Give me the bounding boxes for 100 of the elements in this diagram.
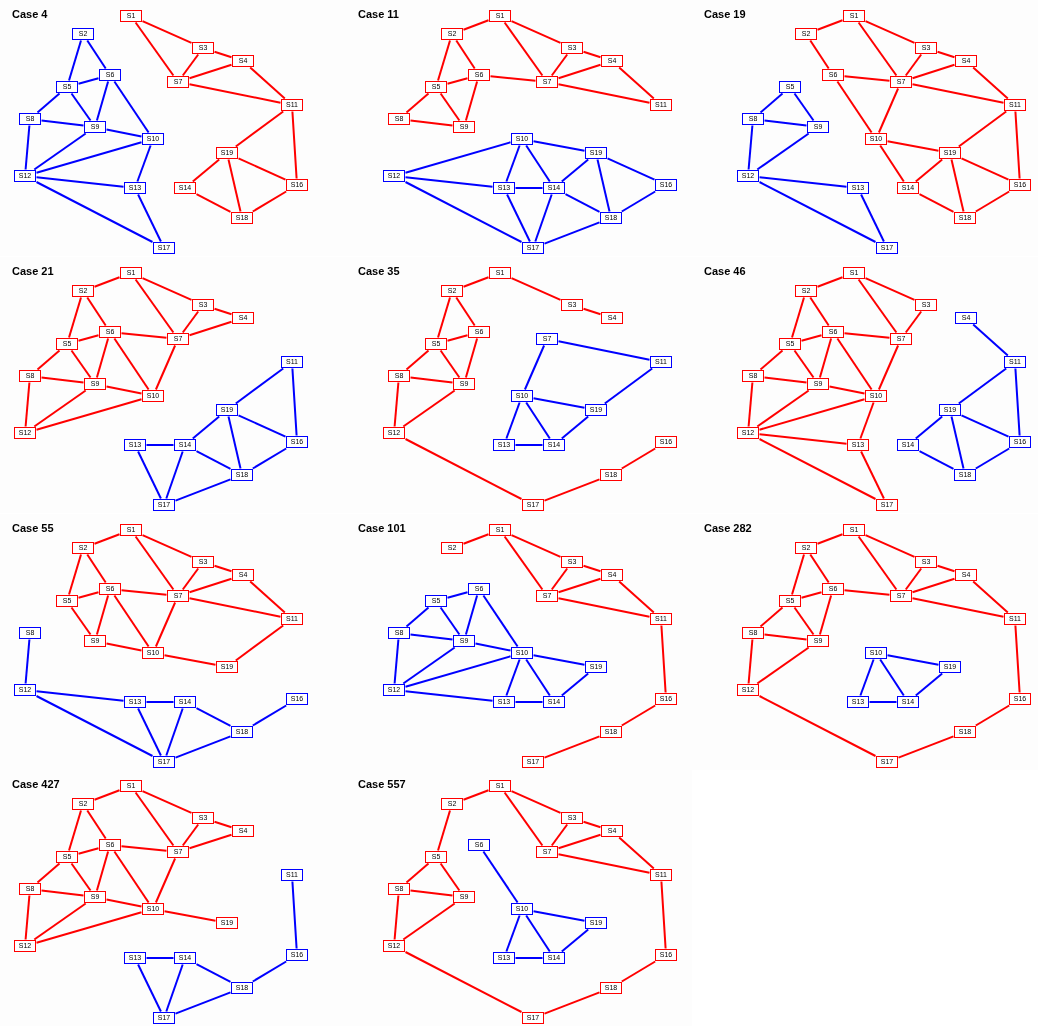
connector-line [141,20,193,44]
connector-line [543,991,601,1015]
connector-line [35,181,154,243]
connector-line [464,594,479,636]
connector-line [195,193,232,213]
panel-title: Case 11 [358,8,399,20]
connector-line [462,19,490,31]
connector-line [86,553,107,584]
connector-line [756,389,810,428]
connector-line [510,534,562,558]
connector-line [620,960,657,983]
connector-line [165,450,184,500]
connector-line [763,376,808,384]
connector-line [510,277,562,301]
connector-line [620,447,657,470]
connector-line [864,20,916,44]
connector-line [560,672,590,697]
connector-line [191,158,221,183]
connector-line [36,862,61,884]
connector-line [70,606,92,636]
connector-line [525,658,551,697]
connector-line [550,567,569,591]
connector-line [93,533,121,545]
connector-line [145,444,175,446]
connector-line [437,39,451,82]
connector-line [582,564,602,573]
connector-line [195,450,232,470]
connector-line [911,83,1005,104]
connector-line [758,433,848,445]
connector-line [455,296,476,327]
connector-line [86,39,107,70]
connector-line [404,438,523,500]
panel-title: Case 35 [358,265,400,277]
connector-line [974,447,1011,470]
connector-line [36,92,61,114]
connector-line [828,385,866,395]
connector-line [234,110,285,148]
connector-line [163,654,217,666]
connector-line [439,862,461,892]
connector-line [564,193,601,213]
connector-line [809,553,830,584]
connector-line [914,415,944,440]
connector-line [747,124,754,171]
connector-line [404,141,512,174]
connector-line [35,176,125,188]
connector-line [163,910,217,922]
connector-line [505,144,521,183]
connector-line [800,591,823,599]
connector-line [489,75,537,82]
connector-line [446,591,469,599]
connector-line [603,367,654,405]
connector-line [237,157,287,181]
connector-line [957,367,1008,405]
panel-title: Case 557 [358,778,406,790]
connector-line [482,594,519,648]
connector-line [857,21,898,77]
connector-line [181,567,200,591]
connector-line [291,110,298,180]
connector-line [134,535,175,591]
connector-line [816,533,844,545]
connector-line [836,80,873,134]
connector-line [950,415,965,470]
connector-line [405,349,430,371]
connector-line [35,398,143,431]
connector-line [618,66,655,100]
connector-line [70,92,92,122]
connector-line [800,334,823,342]
connector-line [174,991,232,1015]
connector-line [174,735,232,759]
connector-line [763,119,808,127]
connector-line [747,638,754,685]
connector-line [213,820,233,829]
connector-line [756,132,810,171]
connector-line [446,334,469,342]
connector-line [960,157,1010,181]
connector-line [291,367,298,437]
connector-line [758,398,866,431]
connector-line [405,862,430,884]
connector-line [911,577,956,594]
connector-line [758,695,877,757]
connector-line [557,597,651,618]
connector-line [510,20,562,44]
connector-line [113,337,150,391]
connector-line [868,701,898,703]
connector-line [188,597,282,618]
connector-line [557,833,602,850]
connector-line [141,790,193,814]
connector-line [181,823,200,847]
connector-line [134,791,175,847]
connector-line [68,39,82,82]
panel-title: Case 4 [12,8,48,20]
connector-line [877,87,900,134]
connector-line [950,158,965,213]
connector-line [93,789,121,801]
connector-line [24,638,31,685]
connector-line [860,450,885,500]
connector-line [474,642,512,652]
connector-line [1014,367,1021,437]
connector-line [402,389,456,428]
connector-line [402,902,456,941]
